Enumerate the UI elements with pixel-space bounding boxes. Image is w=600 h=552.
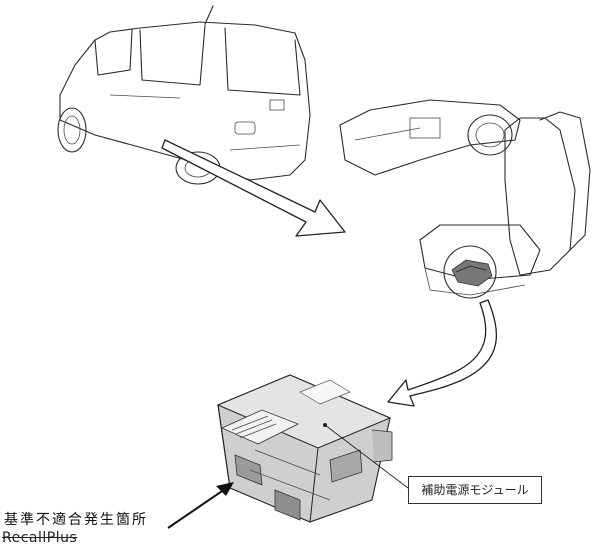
watermark: RecallPlus	[2, 530, 78, 546]
magnified-location	[443, 245, 497, 299]
module-icon	[216, 374, 393, 523]
arrow-seat-to-module	[387, 299, 497, 407]
car-icon	[57, 5, 311, 185]
car-interior-icon	[339, 99, 591, 296]
arrow-location	[167, 482, 234, 529]
location-label: 基準不適合発生箇所	[4, 512, 148, 528]
leader-line	[324, 424, 409, 489]
arrow-car-to-seat	[161, 139, 346, 237]
module-label: 補助電源モジュール	[408, 476, 542, 504]
